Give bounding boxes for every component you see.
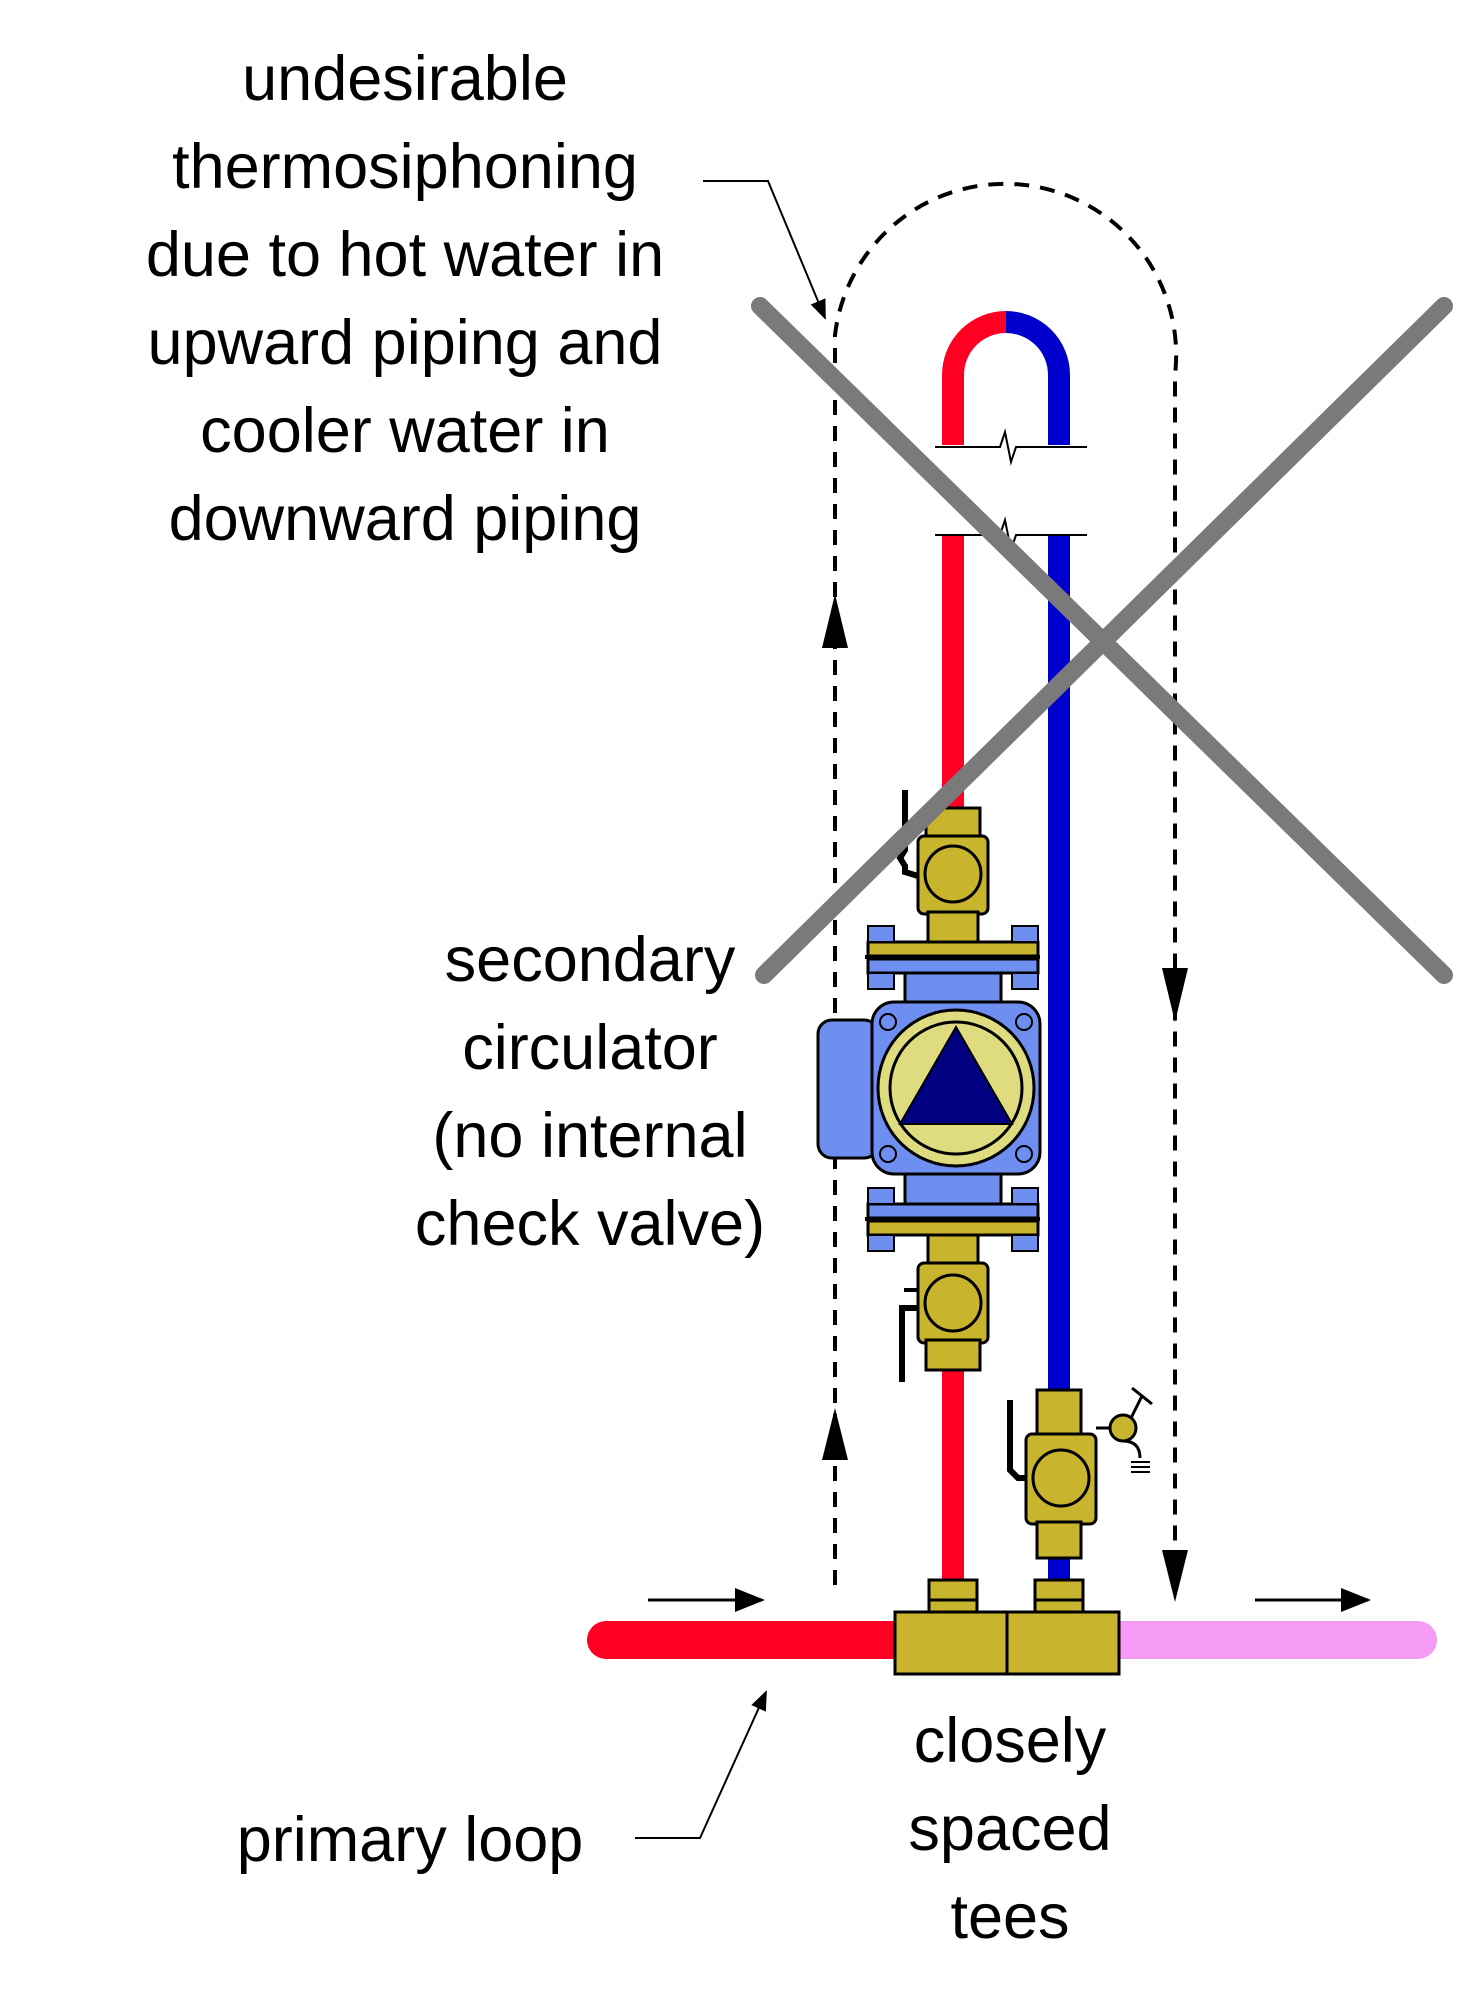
cold-top-bend [1005,311,1070,376]
lower-pump-flange [865,1172,1040,1252]
circulator-label-line: check valve) [414,1189,766,1259]
upward-flow-arrow-icon [822,594,848,648]
thermosiphon-label-line: cooler water in [200,396,610,466]
upper-pump-flange [865,925,1040,1005]
thermosiphon-flow-path [833,181,1179,1585]
closely-spaced-tees-icon [893,1578,1121,1676]
circulator-pump-icon [816,1000,1042,1176]
thermosiphon-label-line: upward piping and [147,308,663,378]
downward-flow-arrow-icon [1162,1550,1188,1602]
tees-label-line: closely [913,1706,1107,1776]
purge-valve-icon [1007,1386,1153,1560]
upper-isolation-valve-icon [896,790,990,944]
circulator-label: secondary circulator (no internal check … [370,916,810,1268]
circulator-label-line: secondary [444,925,736,995]
primary-loop-label: primary loop [236,1805,584,1875]
thermosiphon-label-line: downward piping [168,484,642,554]
primary-loop-leader-line [635,1690,767,1839]
tees-label-line: spaced [908,1794,1112,1864]
upward-flow-arrow-icon [822,1408,848,1460]
thermosiphon-label-line: thermosiphoning [172,132,638,202]
tees-label: closely spaced tees [860,1697,1160,1961]
hot-top-bend [942,311,1007,376]
tees-label-line: tees [950,1882,1070,1952]
downward-flow-arrow-icon [1162,968,1188,1022]
thermosiphon-label: undesirable thermosiphoning due to hot w… [60,35,750,563]
cross-out-mark-icon [751,297,1453,984]
thermosiphon-label-line: due to hot water in [145,220,665,290]
thermosiphon-leader-line [703,180,826,320]
circulator-label-line: (no internal [432,1101,748,1171]
lower-isolation-valve-icon [899,1233,990,1382]
thermosiphon-label-line: undesirable [242,44,568,114]
circulator-label-line: circulator [462,1013,718,1083]
